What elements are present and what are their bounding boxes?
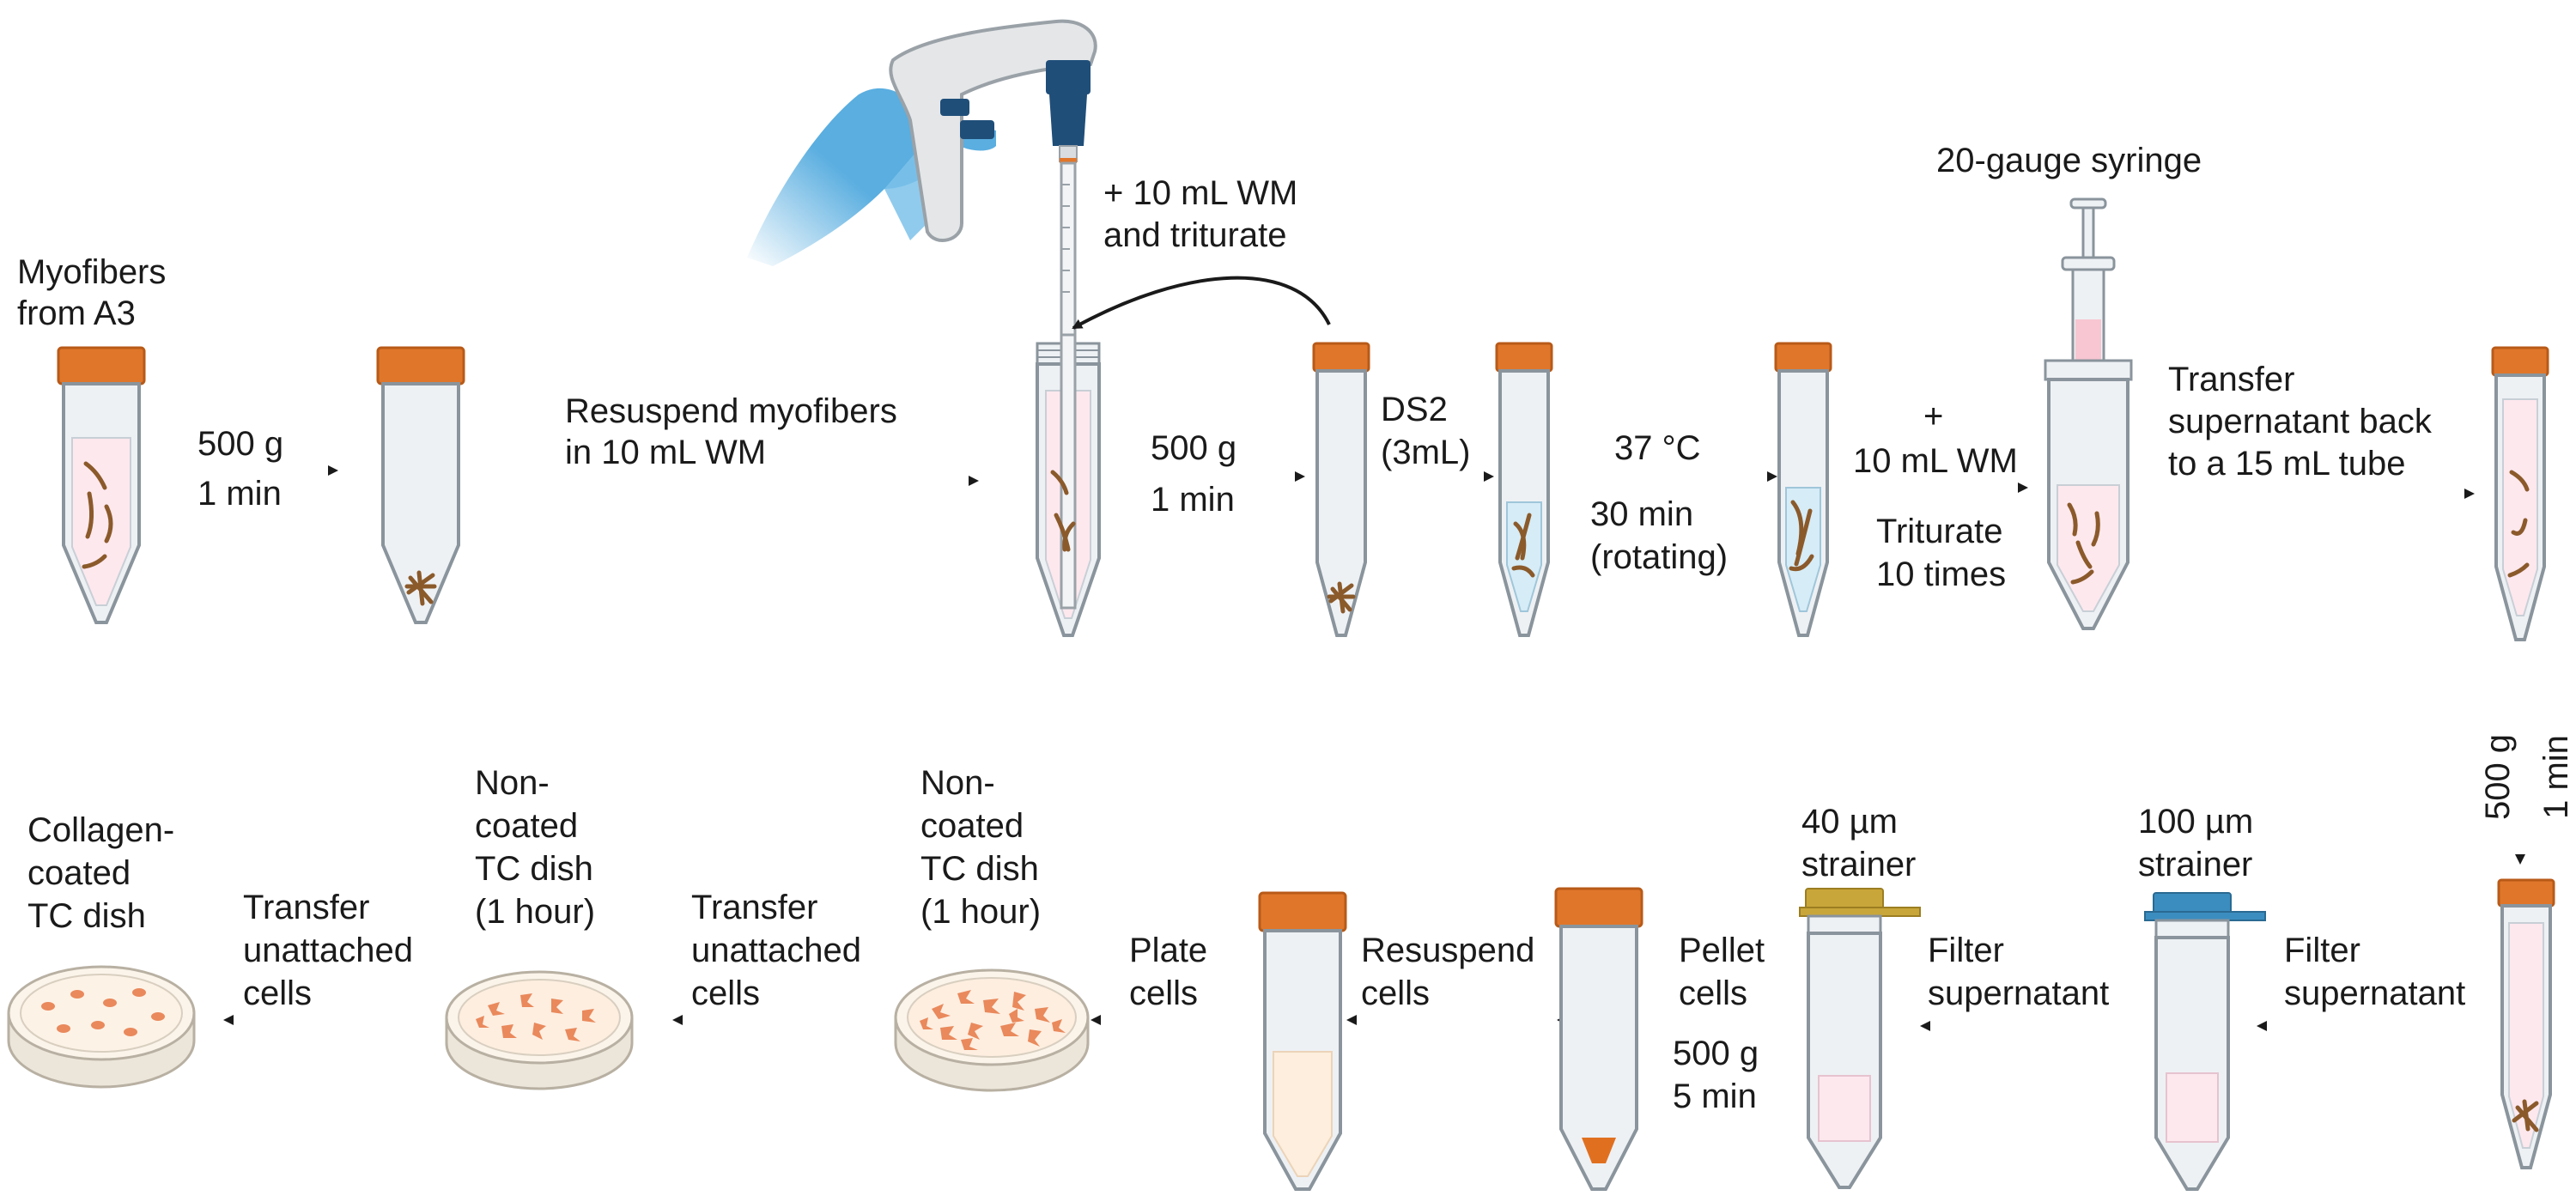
label-step2-line2: in 10 mL WM [565,434,766,471]
label-step2-line1: Resuspend myofibers [565,392,897,430]
label-step14-line1: Transfer [691,889,817,926]
tube-syringe-triturate [2044,359,2133,630]
glove-icon [747,88,953,267]
label-step8-line2: 1 min [2537,735,2575,819]
label-step7-line1: Transfer [2168,361,2294,398]
label-step5-line3: (rotating) [1590,538,1728,576]
label-step3-line1: 500 g [1151,429,1236,467]
label-step15-line2: unattached [243,932,413,969]
label-step6-line4: 10 times [1876,555,2006,593]
label-strainer100-line1: 100 µm [2138,803,2253,841]
label-step14-line3: cells [691,974,760,1012]
tube-strainer-100 [2144,892,2266,1191]
label-step10-line2: supernatant [1928,974,2109,1012]
label-step10-line1: Filter [1928,932,2004,969]
label-dish2-line2: coated [475,807,578,845]
label-step12-line2: cells [1361,974,1430,1012]
label-dish2-line3: TC dish [475,850,593,888]
tube-with-pipette [1036,333,1101,637]
label-step5-line2: 30 min [1590,495,1693,533]
label-step13-line2: cells [1129,974,1198,1012]
tube-myofibers [57,346,146,624]
dish-collagen-coated [7,965,196,1089]
label-dish3-line2: coated [27,854,131,892]
label-dish2-line1: Non- [475,764,550,802]
pipette-button-down-icon [960,120,994,139]
label-pipette-line2: and triturate [1103,216,1286,254]
pipette-button-up-icon [940,99,969,116]
label-step8-line1: 500 g [2479,734,2517,820]
label-myofibers-line2: from A3 [17,294,136,332]
syringe-icon [2061,197,2116,481]
label-step3-line2: 1 min [1151,481,1235,519]
label-step7-line2: supernatant back [2168,403,2433,440]
tube-digestion [1774,342,1832,637]
label-step11-line2: cells [1679,974,1747,1012]
label-dish3-line3: TC dish [27,897,146,935]
label-step6-line3: Triturate [1876,513,2002,550]
label-step6-line1: + [1923,398,1943,435]
label-step4-line1: DS2 [1381,391,1448,428]
tube-strainer-40 [1799,888,1921,1189]
label-step11-line4: 5 min [1673,1078,1757,1115]
label-step15-line3: cells [243,974,312,1012]
dish-noncoated-1 [894,968,1090,1092]
dish-noncoated-2 [445,970,634,1090]
tube-supernatant [2491,346,2549,641]
label-step5-line1: 37 °C [1614,429,1701,467]
label-dish1-line1: Non- [920,764,995,802]
label-step4-line2: (3mL) [1381,434,1470,471]
label-step12-line1: Resuspend [1361,932,1534,969]
label-strainer40-line2: strainer [1801,846,1916,883]
label-step9-line2: supernatant [2284,974,2465,1012]
label-step9-line1: Filter [2284,932,2360,969]
label-step7-line3: to a 15 mL tube [2168,445,2405,483]
label-step14-line2: unattached [691,932,861,969]
pipette-controller [747,19,1097,611]
tube-cell-pellet [1554,887,1643,1191]
label-syringe: 20-gauge syringe [1936,142,2202,179]
tube-ds2 [1495,342,1553,637]
label-dish1-line4: (1 hour) [920,893,1041,931]
label-step13-line1: Plate [1129,932,1207,969]
label-pipette-line1: + 10 mL WM [1103,174,1297,212]
label-step1-line1: 500 g [197,425,283,463]
label-strainer100-line2: strainer [2138,846,2252,883]
label-step6-line2: 10 mL WM [1853,442,2018,480]
label-dish3-line1: Collagen- [27,811,174,849]
arrow-triturate [1072,276,1331,330]
label-strainer40-line1: 40 µm [1801,803,1898,841]
label-dish1-line2: coated [920,807,1024,845]
label-step1-line2: 1 min [197,475,282,513]
tube-pellet-1 [1312,342,1370,637]
label-step11-line1: Pellet [1679,932,1765,969]
tube-settled-fibers [2497,878,2555,1169]
tube-pelleted-fibers [376,346,465,624]
label-myofibers-line1: Myofibers [17,253,166,291]
tube-resuspended-cells [1258,891,1347,1191]
label-dish1-line3: TC dish [920,850,1039,888]
label-step11-line3: 500 g [1673,1035,1759,1072]
label-dish2-line4: (1 hour) [475,893,595,931]
label-step15-line1: Transfer [243,889,369,926]
